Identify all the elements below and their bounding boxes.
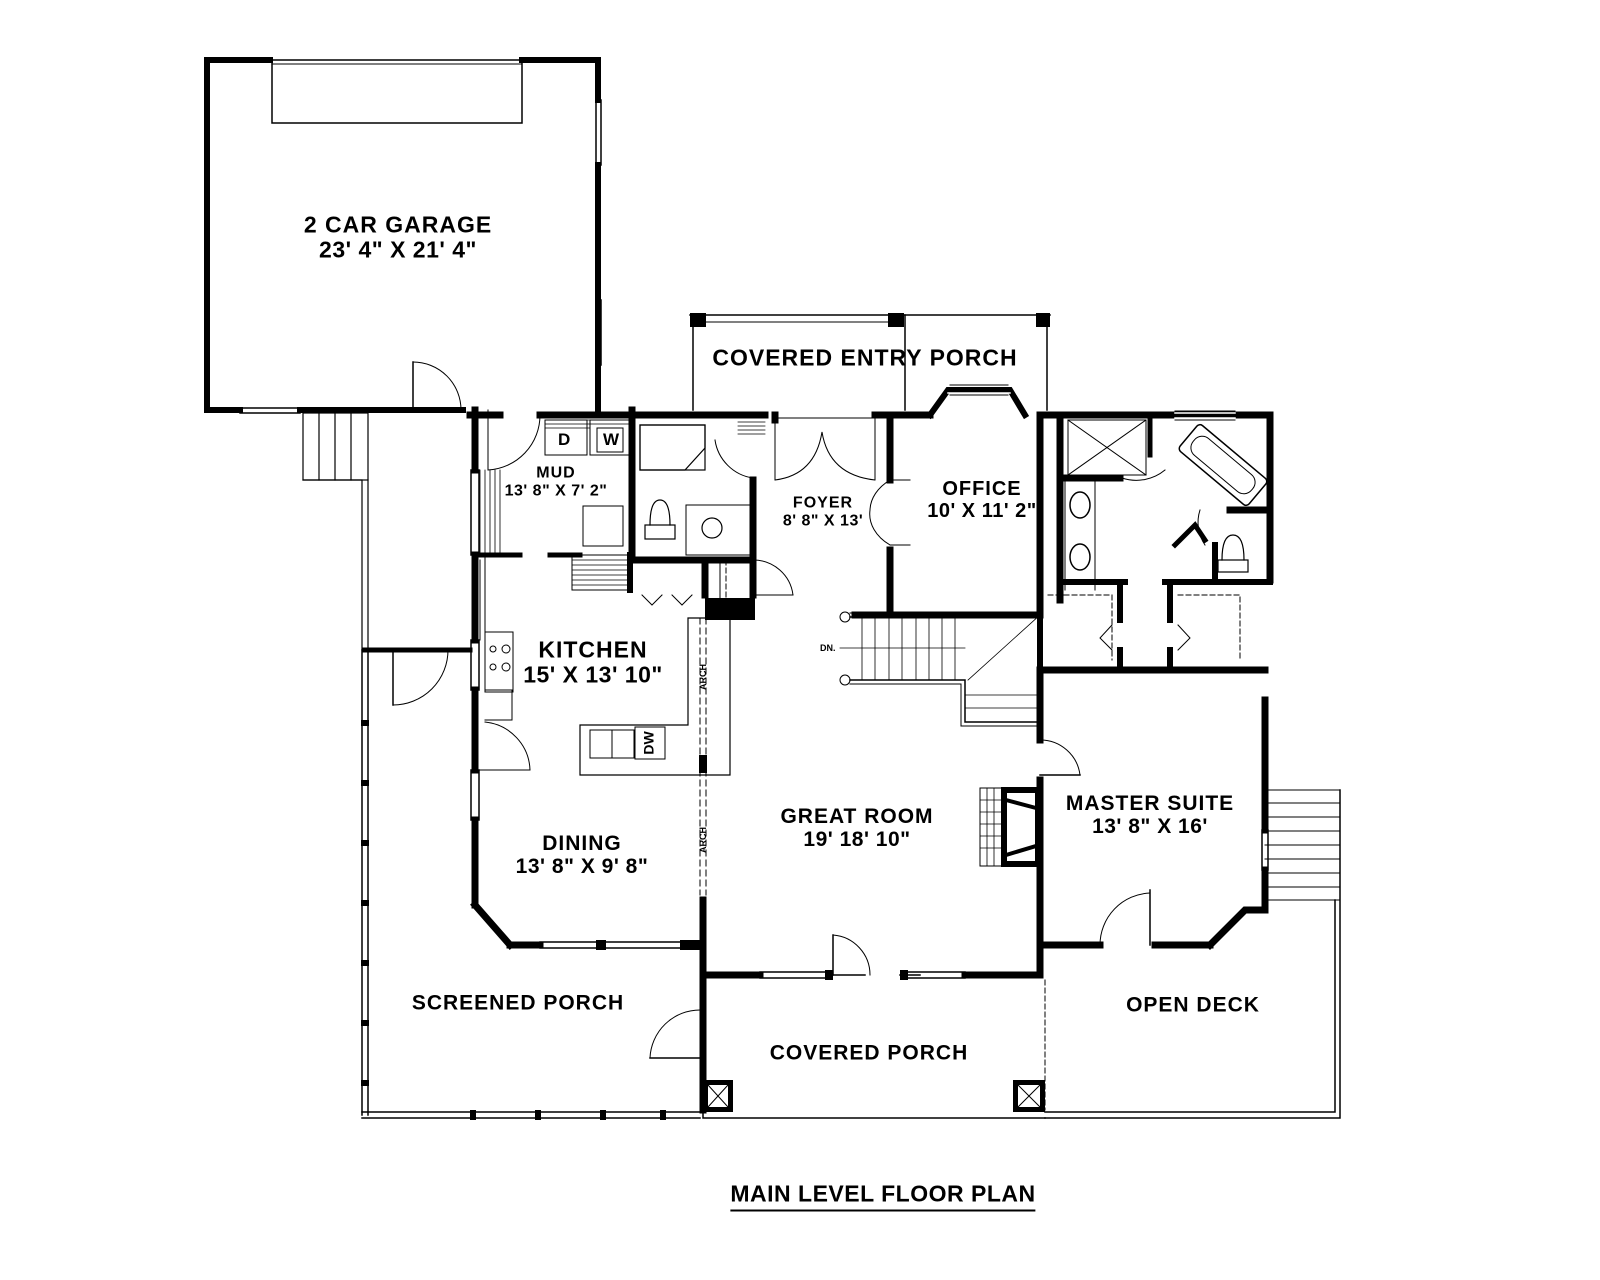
room-dimensions: 8' 8" X 13' bbox=[782, 512, 864, 529]
room-label-master-suite: MASTER SUITE 13' 8" X 16' bbox=[1066, 792, 1234, 838]
room-label-screened-porch: SCREENED PORCH bbox=[412, 991, 624, 1014]
room-label-foyer: FOYER 8' 8" X 13' bbox=[783, 494, 863, 529]
room-name: COVERED PORCH bbox=[769, 1041, 969, 1065]
room-dimensions: 10' X 11' 2" bbox=[927, 500, 1037, 522]
room-name: OFFICE bbox=[942, 478, 1022, 500]
room-name: KITCHEN bbox=[538, 636, 648, 663]
room-dimensions: 13' 8" X 9' 8" bbox=[515, 855, 649, 878]
washer-label: W bbox=[603, 430, 620, 449]
room-label-garage: 2 CAR GARAGE 23' 4" X 21' 4" bbox=[303, 211, 493, 264]
dishwasher-label: DW bbox=[640, 731, 657, 755]
room-name: DINING bbox=[542, 831, 622, 855]
stair-down-label: DN. bbox=[820, 643, 836, 653]
room-name: FOYER bbox=[792, 494, 854, 512]
plan-title: MAIN LEVEL FLOOR PLAN bbox=[730, 1181, 1036, 1212]
room-label-kitchen: KITCHEN 15' X 13' 10" bbox=[523, 636, 663, 689]
room-label-covered-porch: COVERED PORCH bbox=[770, 1041, 969, 1064]
room-dimensions: 23' 4" X 21' 4" bbox=[319, 237, 477, 263]
room-label-dining: DINING 13' 8" X 9' 8" bbox=[516, 832, 649, 878]
room-dimensions: 13' 8" X 7' 2" bbox=[504, 482, 608, 499]
room-name: COVERED ENTRY PORCH bbox=[712, 344, 1018, 371]
room-dimensions: 15' X 13' 10" bbox=[523, 662, 663, 688]
garage-walls bbox=[204, 57, 602, 414]
garage-steps bbox=[302, 412, 369, 651]
room-name: 2 CAR GARAGE bbox=[303, 211, 493, 238]
room-label-office: OFFICE 10' X 11' 2" bbox=[927, 478, 1037, 522]
room-name: SCREENED PORCH bbox=[411, 991, 625, 1015]
room-name: GREAT ROOM bbox=[780, 804, 934, 828]
room-name: OPEN DECK bbox=[1126, 993, 1260, 1017]
arch-label-upper: ARCH bbox=[698, 664, 708, 690]
room-name: MUD bbox=[536, 464, 576, 482]
room-dimensions: 19' 18' 10" bbox=[803, 828, 911, 851]
room-label-great-room: GREAT ROOM 19' 18' 10" bbox=[780, 805, 933, 851]
screened-porch-walls bbox=[361, 647, 701, 1120]
room-name: MASTER SUITE bbox=[1065, 791, 1235, 815]
room-label-mud: MUD 13' 8" X 7' 2" bbox=[505, 464, 608, 499]
main-house-walls bbox=[466, 313, 1341, 1119]
room-dimensions: 13' 8" X 16' bbox=[1092, 815, 1208, 838]
room-label-entry-porch: COVERED ENTRY PORCH bbox=[712, 344, 1018, 371]
dryer-label: D bbox=[558, 430, 571, 449]
arch-label-lower: ARCH bbox=[698, 827, 708, 853]
room-label-open-deck: OPEN DECK bbox=[1126, 993, 1260, 1016]
